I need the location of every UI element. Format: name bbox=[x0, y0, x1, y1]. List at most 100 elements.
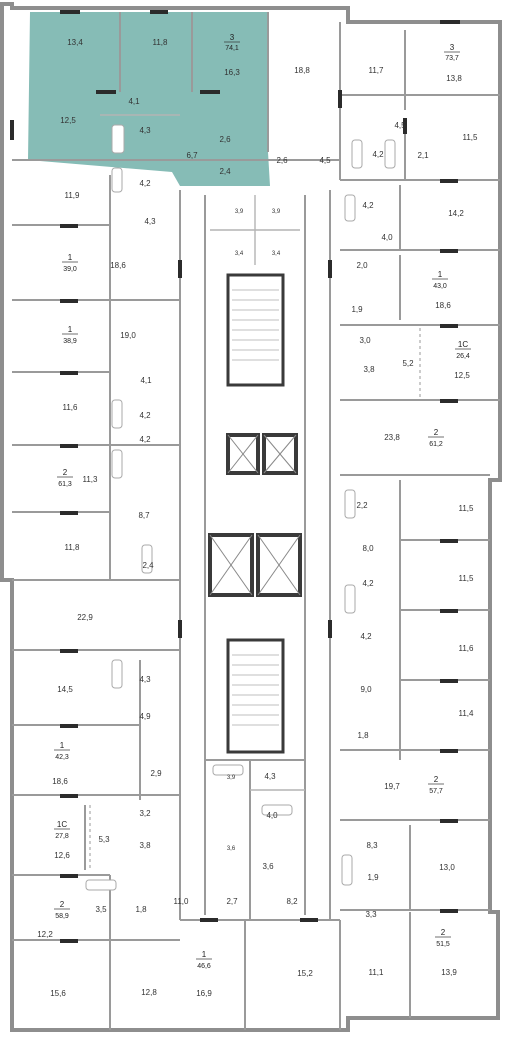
room-area: 11,4 bbox=[459, 709, 475, 718]
structural-columns bbox=[10, 10, 460, 943]
room-area: 12,2 bbox=[37, 930, 53, 939]
svg-text:74,1: 74,1 bbox=[225, 45, 239, 52]
room-area: 11,3 bbox=[83, 475, 99, 484]
room-area: 4,3 bbox=[144, 217, 156, 226]
room-area: 2,0 bbox=[356, 261, 368, 270]
room-area: 4,9 bbox=[139, 712, 151, 721]
room-area: 13,9 bbox=[441, 968, 457, 977]
room-area: 13,4 bbox=[67, 38, 83, 47]
room-area: 8,3 bbox=[366, 841, 378, 850]
room-area: 3,9 bbox=[227, 775, 236, 781]
svg-text:73,7: 73,7 bbox=[445, 55, 459, 62]
room-area: 11,9 bbox=[65, 191, 81, 200]
room-area: 19,0 bbox=[120, 331, 136, 340]
room-area: 3,9 bbox=[272, 209, 281, 215]
svg-text:1: 1 bbox=[68, 253, 73, 262]
room-area: 2,6 bbox=[276, 156, 288, 165]
room-area: 3,9 bbox=[235, 209, 244, 215]
lift-shafts-large bbox=[208, 533, 302, 597]
svg-text:2: 2 bbox=[441, 928, 446, 937]
svg-text:46,6: 46,6 bbox=[197, 963, 211, 970]
svg-text:2: 2 bbox=[63, 468, 68, 477]
room-area: 11,6 bbox=[459, 644, 475, 653]
svg-text:27,8: 27,8 bbox=[55, 833, 69, 840]
svg-text:51,5: 51,5 bbox=[436, 941, 450, 948]
room-area: 4,3 bbox=[139, 126, 151, 135]
room-area: 2,9 bbox=[150, 769, 162, 778]
room-area: 18,6 bbox=[435, 301, 451, 310]
room-area: 4,2 bbox=[139, 411, 151, 420]
room-area: 4,5 bbox=[394, 121, 406, 130]
room-area: 2,4 bbox=[142, 561, 154, 570]
room-area: 11,5 bbox=[459, 574, 475, 583]
room-area: 3,8 bbox=[363, 365, 375, 374]
room-area: 3,4 bbox=[272, 251, 281, 257]
room-area: 6,7 bbox=[186, 151, 198, 160]
svg-text:1С: 1С bbox=[458, 340, 468, 349]
room-area: 11,1 bbox=[369, 968, 385, 977]
apartment-total-a4: 143,0 bbox=[432, 270, 448, 290]
apartment-total-a11: 1С 27,8 bbox=[54, 820, 70, 840]
room-area: 4,1 bbox=[128, 97, 140, 106]
room-area: 12,5 bbox=[454, 371, 470, 380]
room-area: 12,6 bbox=[54, 851, 70, 860]
room-area: 4,2 bbox=[362, 579, 374, 588]
room-area: 1,8 bbox=[135, 905, 147, 914]
room-area: 4,0 bbox=[381, 233, 393, 242]
room-area: 3,2 bbox=[139, 809, 151, 818]
room-area: 4,3 bbox=[264, 772, 276, 781]
apartment-total-a10: 257,7 bbox=[428, 775, 444, 795]
room-area: 11,6 bbox=[63, 403, 79, 412]
room-area: 16,9 bbox=[196, 989, 212, 998]
lift-shafts-small bbox=[226, 433, 298, 475]
svg-text:42,3: 42,3 bbox=[55, 754, 69, 761]
svg-text:1: 1 bbox=[438, 270, 443, 279]
svg-text:43,0: 43,0 bbox=[433, 283, 447, 290]
room-areas: 13,4 11,8 16,3 12,5 4,1 4,3 6,7 2,6 2,4 … bbox=[37, 38, 478, 998]
highlighted-apartment-area[interactable] bbox=[28, 12, 270, 186]
room-area: 2,4 bbox=[219, 167, 231, 176]
room-area: 5,3 bbox=[98, 835, 110, 844]
room-area: 2,6 bbox=[219, 135, 231, 144]
room-area: 8,7 bbox=[138, 511, 150, 520]
room-area: 1,8 bbox=[357, 731, 369, 740]
apartment-total-a3: 139,0 bbox=[62, 253, 78, 273]
room-area: 4,5 bbox=[319, 156, 331, 165]
room-area: 18,6 bbox=[52, 777, 68, 786]
svg-text:39,0: 39,0 bbox=[63, 266, 77, 273]
room-area: 3,4 bbox=[235, 251, 244, 257]
room-area: 3,6 bbox=[227, 846, 236, 852]
room-area: 4,1 bbox=[140, 376, 152, 385]
room-area: 4,2 bbox=[372, 150, 384, 159]
room-area: 3,6 bbox=[262, 862, 274, 871]
svg-text:1С: 1С bbox=[57, 820, 67, 829]
apartment-total-a8: 261,2 bbox=[428, 428, 444, 448]
apartment-total-a1: 374,1 bbox=[224, 33, 240, 52]
room-area: 4,2 bbox=[360, 632, 372, 641]
room-area: 12,8 bbox=[141, 988, 157, 997]
svg-text:61,3: 61,3 bbox=[58, 481, 72, 488]
room-area: 8,0 bbox=[362, 544, 374, 553]
room-area: 13,0 bbox=[439, 863, 455, 872]
apartment-total-a2: 373,7 bbox=[444, 43, 460, 62]
room-area: 3,3 bbox=[365, 910, 377, 919]
room-area: 14,5 bbox=[57, 685, 73, 694]
room-area: 4,2 bbox=[139, 179, 151, 188]
room-area: 2,7 bbox=[226, 897, 238, 906]
room-area: 3,0 bbox=[359, 336, 371, 345]
svg-text:2: 2 bbox=[434, 428, 439, 437]
bathroom-fixtures bbox=[85, 124, 396, 891]
room-area: 1,9 bbox=[367, 873, 379, 882]
room-area: 4,0 bbox=[266, 811, 278, 820]
svg-text:1: 1 bbox=[202, 950, 207, 959]
room-area: 12,5 bbox=[60, 116, 76, 125]
room-area: 18,8 bbox=[294, 66, 310, 75]
room-area: 15,2 bbox=[297, 969, 313, 978]
apartment-total-a7: 261,3 bbox=[57, 468, 73, 488]
stairwell-top bbox=[226, 273, 285, 387]
room-area: 3,8 bbox=[139, 841, 151, 850]
svg-text:61,2: 61,2 bbox=[429, 441, 443, 448]
